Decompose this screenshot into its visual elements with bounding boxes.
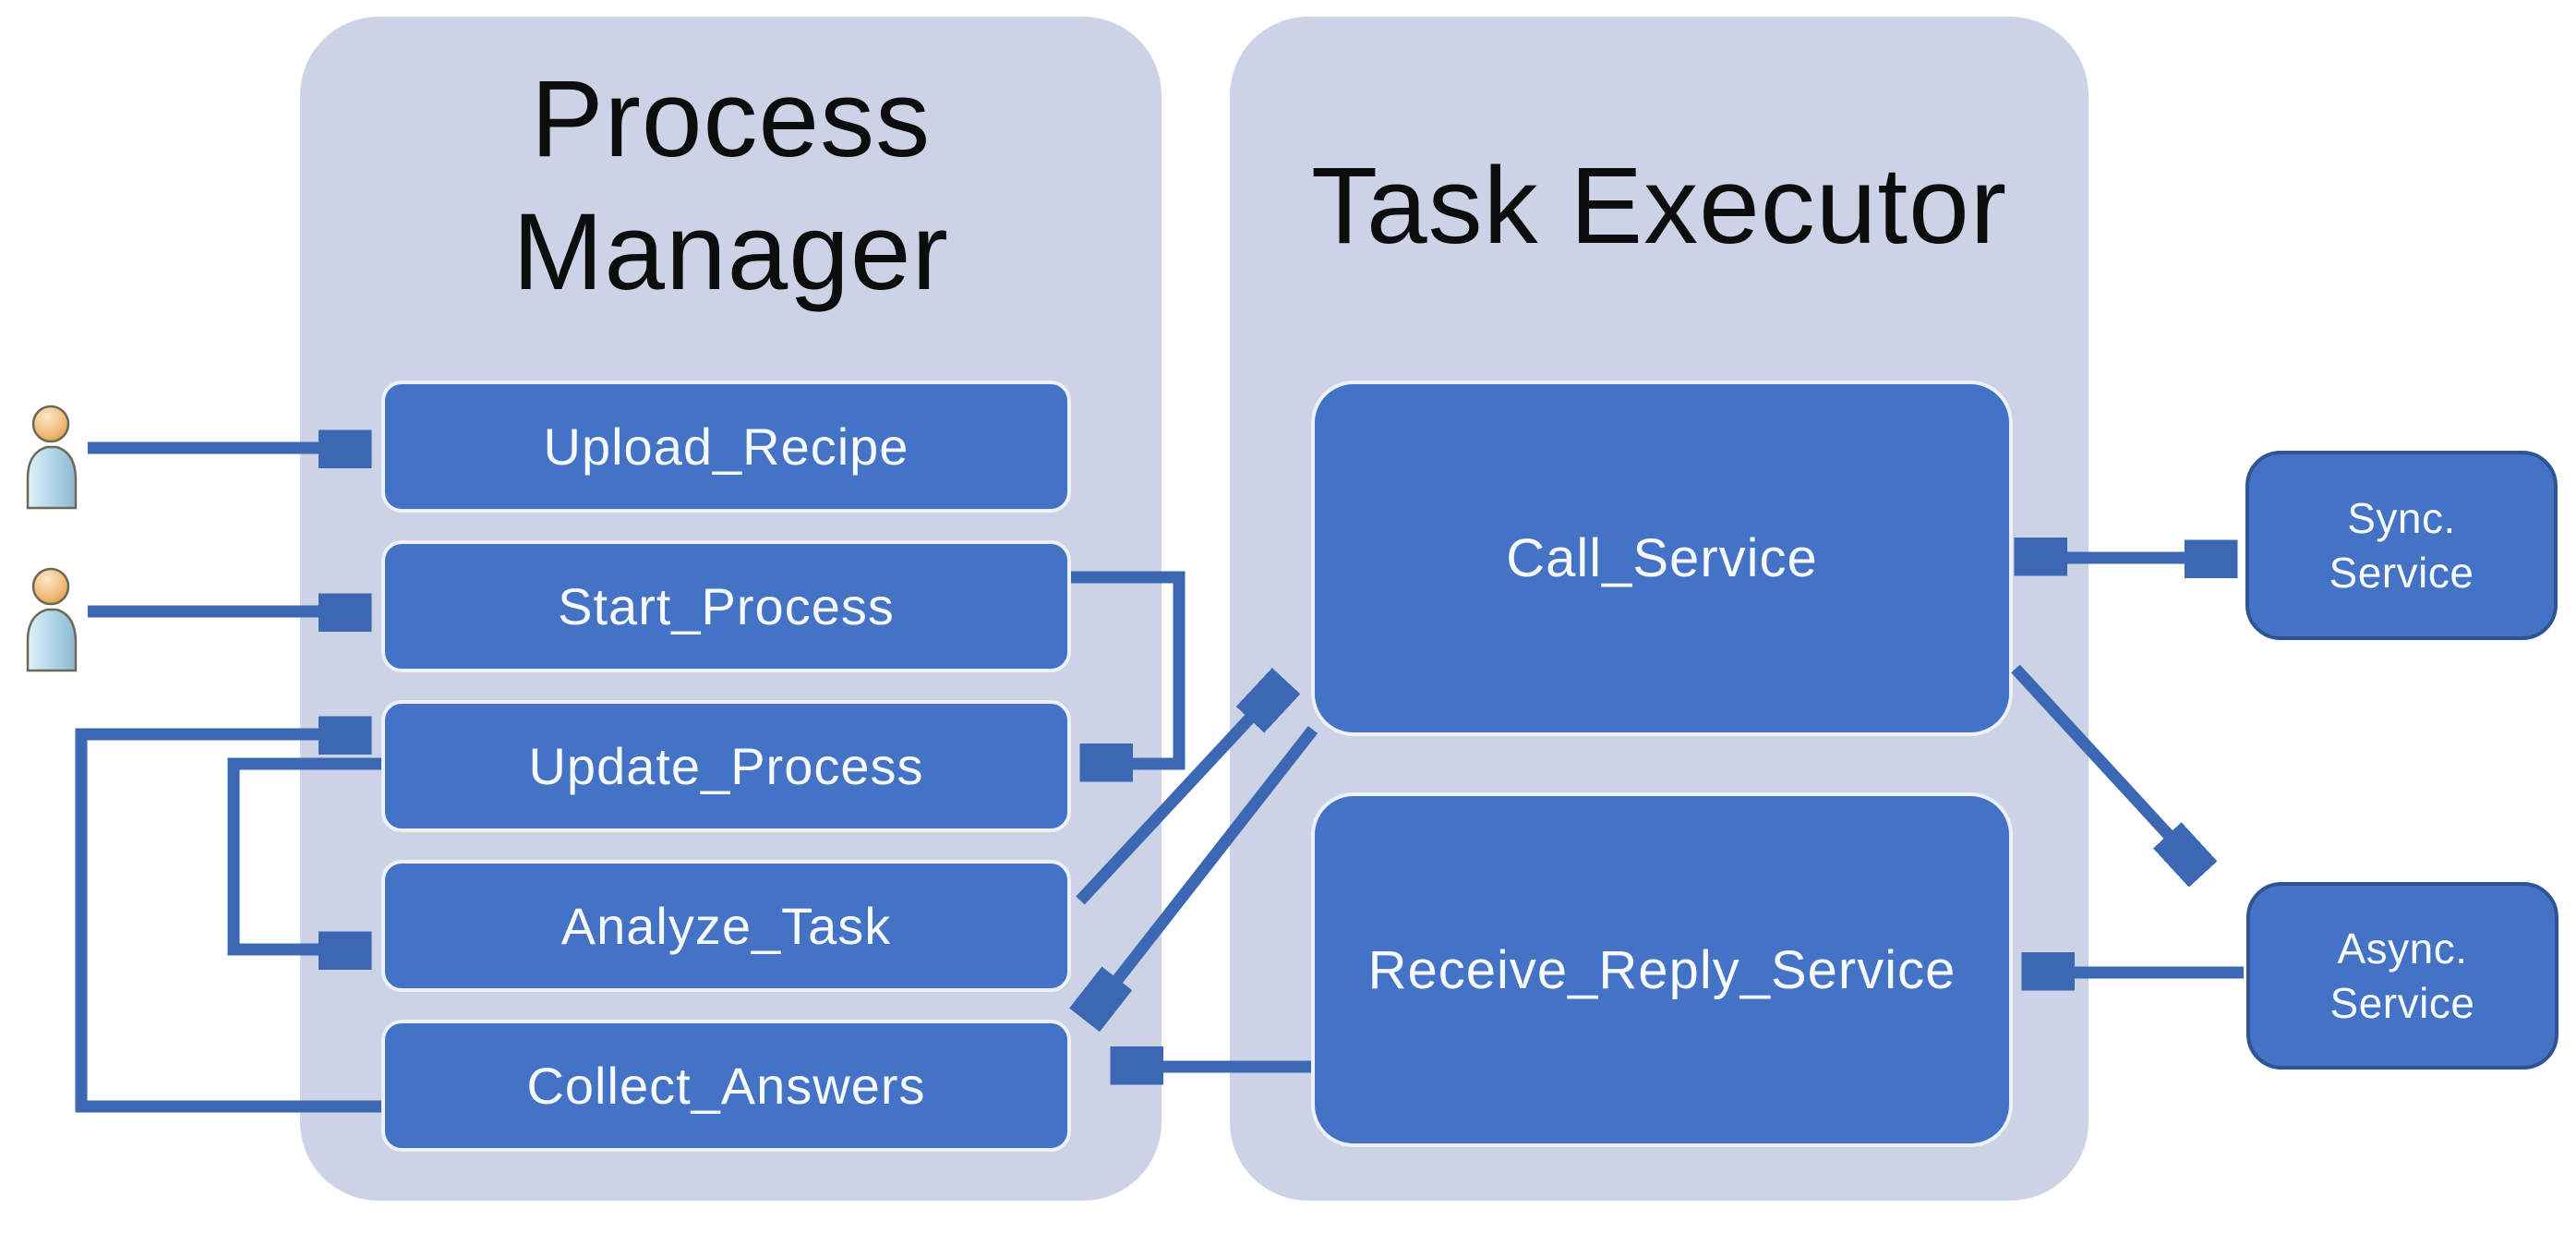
user-icon — [26, 567, 78, 672]
node-receive-reply-service-label: Receive_Reply_Service — [1367, 939, 1956, 1000]
node-receive-reply-service: Receive_Reply_Service — [1311, 792, 2013, 1147]
node-upload-recipe-label: Upload_Recipe — [543, 417, 909, 476]
node-collect-answers: Collect_Answers — [381, 1020, 1071, 1152]
node-analyze-task-label: Analyze_Task — [560, 897, 892, 955]
task-executor-title: Task Executor — [1310, 145, 2008, 267]
process-manager-title-line1: Process — [530, 58, 932, 180]
node-collect-answers-label: Collect_Answers — [526, 1057, 926, 1115]
node-sync-service: Sync. Service — [2245, 451, 2558, 640]
node-analyze-task: Analyze_Task — [381, 860, 1071, 992]
user-icon — [26, 405, 78, 510]
node-async-service: Async. Service — [2246, 882, 2558, 1070]
node-update-process-label: Update_Process — [528, 737, 924, 795]
user-body — [26, 445, 78, 510]
node-start-process: Start_Process — [381, 540, 1071, 672]
node-update-process: Update_Process — [381, 700, 1071, 832]
node-async-service-label-line2: Service — [2329, 978, 2475, 1027]
user-head — [31, 405, 70, 443]
node-async-service-label-line1: Async. — [2337, 924, 2468, 973]
node-upload-recipe: Upload_Recipe — [381, 381, 1071, 513]
process-manager-title-line2: Manager — [512, 190, 949, 313]
user-body — [26, 608, 78, 672]
node-call-service-label: Call_Service — [1506, 528, 1818, 588]
node-sync-service-label-line2: Service — [2329, 548, 2474, 597]
process-manager-title: Process Manager — [300, 54, 1162, 320]
node-sync-service-label-line1: Sync. — [2347, 493, 2456, 542]
user-head — [31, 567, 70, 606]
node-call-service: Call_Service — [1311, 381, 2013, 736]
node-start-process-label: Start_Process — [558, 577, 895, 635]
